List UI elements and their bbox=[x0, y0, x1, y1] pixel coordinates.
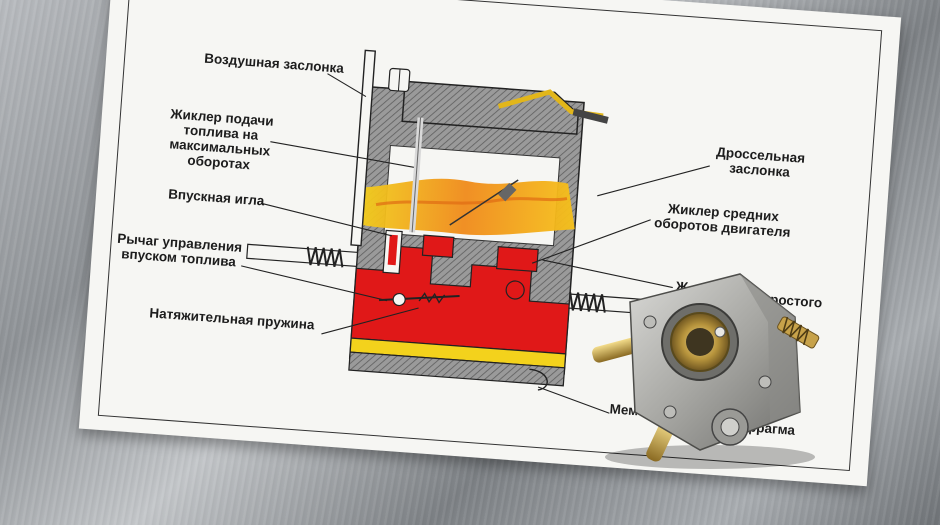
left-adjust-spring bbox=[306, 246, 344, 268]
carburetor-photo bbox=[592, 273, 820, 469]
idle-adjust-screw bbox=[777, 316, 820, 349]
fuel-mixture-flow bbox=[352, 178, 575, 236]
pulse-fitting bbox=[646, 422, 674, 462]
fuel-inlet-fitting bbox=[592, 337, 640, 363]
tension-spring bbox=[418, 292, 446, 304]
air-damper-plate bbox=[350, 49, 377, 247]
carburetor-cross-section bbox=[241, 49, 710, 414]
fuel-lever bbox=[379, 294, 460, 302]
label-max-rpm-jet: Жиклер подачи топлива на максимальных об… bbox=[153, 105, 287, 174]
diagram-sheet: Воздушная заслонка Жиклер подачи топлива… bbox=[78, 0, 902, 487]
right-adjust-spring bbox=[569, 291, 606, 313]
